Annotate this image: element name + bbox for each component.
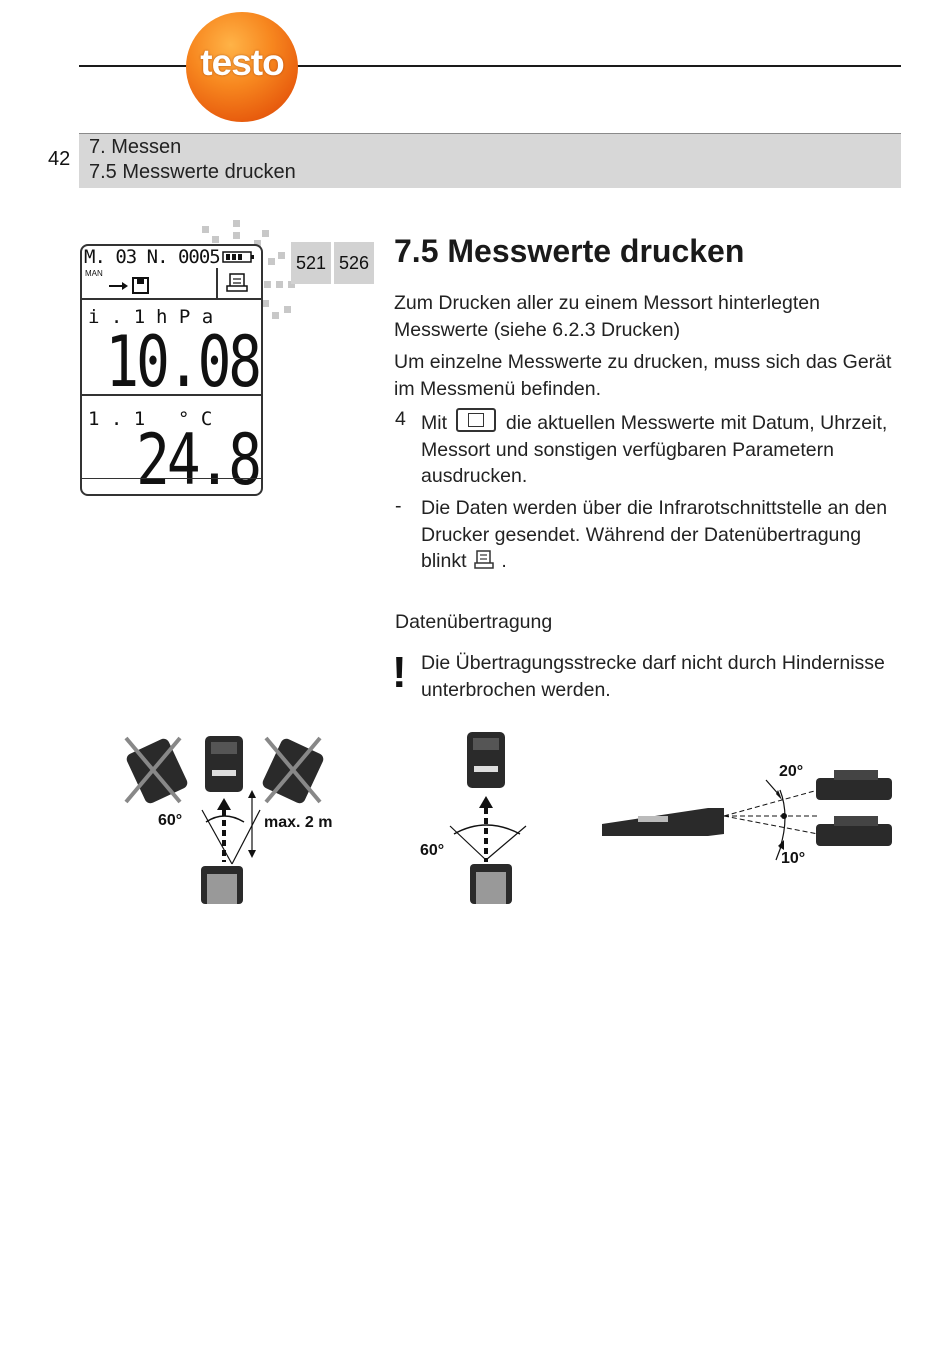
printer-side-bottom: [816, 816, 892, 846]
fig2-angle-label: 60°: [420, 842, 445, 859]
breadcrumb-chapter: 7. Messen: [89, 136, 182, 158]
lcd-row1-value: 10.08: [105, 322, 262, 404]
blinking-printer-icon: [474, 550, 494, 570]
fig3-angle-top-label: 20°: [779, 763, 804, 780]
bullet-text: Die Daten werden über die Infrarotschnit…: [421, 495, 891, 575]
measuring-device-1: [201, 866, 243, 904]
header-rule-right: [297, 65, 901, 67]
printer-icon: [226, 273, 248, 292]
fig1-angle-label: 60°: [158, 812, 183, 829]
correct-printer: [205, 736, 243, 792]
printer-2: [467, 732, 505, 788]
bullet-text-after: .: [501, 550, 507, 572]
figure-3-illustration: [602, 770, 892, 861]
subheading: Datenübertragung: [395, 611, 553, 633]
figure-2-illustration: [449, 732, 527, 904]
breadcrumb-band: 7. Messen 7.5 Messwerte drucken: [79, 133, 901, 188]
printer-side-top: [816, 770, 892, 800]
header-rule-left: [79, 65, 187, 67]
lcd-top-line: M. 03 N. 0005: [84, 246, 221, 268]
lcd-mode-label: MAN: [85, 269, 103, 278]
battery-icon: [222, 251, 254, 263]
lcd-row1-label: i . 1: [88, 306, 146, 328]
step-text-before: Mit: [421, 412, 447, 434]
bullet-text-before: Die Daten werden über die Infrarotschnit…: [421, 497, 888, 572]
fig3-angle-bottom-label: 10°: [781, 850, 806, 867]
fig1-distance-label: max. 2 m: [264, 814, 333, 831]
breadcrumb-section: 7.5 Messwerte drucken: [89, 161, 296, 183]
logo-text: testo: [200, 42, 284, 83]
wrong-printer-right: [262, 736, 324, 804]
measuring-device-side: [602, 808, 724, 836]
lcd-row2-unit: ° C: [178, 408, 213, 430]
lcd-row2-value: 24.8: [136, 420, 262, 502]
intro-paragraph-2: Um einzelne Messwerte zu drucken, muss s…: [394, 351, 892, 400]
step-text-after: die aktuellen Messwerte mit Datum, Uhrze…: [421, 412, 888, 487]
section-title: 7.5 Messwerte drucken: [394, 233, 745, 269]
step-number: 4: [395, 408, 406, 430]
warning-icon: !: [392, 648, 407, 697]
print-key-icon: [456, 408, 497, 432]
lcd-row2-label: 1 . 1: [88, 408, 146, 430]
model-tag-526: 526: [334, 242, 374, 284]
lcd-row1-unit: h P a: [156, 306, 214, 328]
warning-text: Die Übertragungsstrecke darf nicht durch…: [421, 652, 885, 701]
arrow-save-icon: [109, 277, 149, 294]
model-tag-521: 521: [291, 242, 331, 284]
figure-1-illustration: [124, 736, 324, 904]
testo-logo: testo: [186, 12, 298, 122]
wrong-printer-left: [124, 736, 188, 804]
measuring-device-2: [470, 864, 512, 904]
page-number: 42: [48, 148, 71, 170]
lcd-display: M. 03 N. 0005 MAN i . 1 h P a 10.08 1 . …: [80, 244, 263, 501]
step-text: Mit die aktuellen Messwerte mit Datum, U…: [421, 408, 891, 490]
intro-paragraph-1: Zum Drucken aller zu einem Messort hinte…: [394, 292, 820, 341]
bullet-mark: -: [395, 495, 402, 517]
